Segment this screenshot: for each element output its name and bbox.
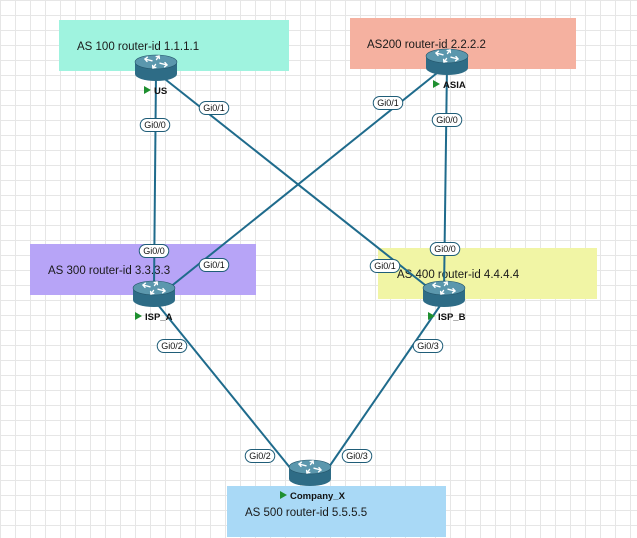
- if-label-text: Gi0/3: [346, 451, 368, 461]
- as-areas: AS 100 router-id 1.1.1.1 AS200 router-id…: [30, 18, 597, 537]
- if-label-pill: [431, 113, 463, 127]
- device-us-label: US: [154, 86, 167, 97]
- play-icon: [135, 312, 142, 320]
- play-icon: [144, 86, 151, 94]
- if-label-pill: [372, 96, 404, 110]
- area-as500[interactable]: AS 500 router-id 5.5.5.5: [227, 486, 446, 537]
- area-as200-label: AS200 router-id 2.2.2.2: [367, 39, 486, 51]
- if-label-text: Gi0/0: [143, 246, 165, 256]
- if-label-us-gi0-0: Gi0/0: [139, 118, 171, 132]
- devices: US ASIA ISP_A ISP_B Company_X: [132, 48, 469, 502]
- if-label-ispb-gi0-3: Gi0/3: [412, 339, 444, 353]
- if-label-ispa-gi0-2: Gi0/2: [156, 339, 188, 353]
- device-asia-label: ASIA: [443, 80, 466, 91]
- play-icon: [433, 80, 440, 88]
- if-label-pill: [369, 259, 401, 273]
- if-label-text: Gi0/1: [203, 103, 225, 113]
- play-icon: [280, 491, 287, 499]
- if-label-text: Gi0/1: [377, 98, 399, 108]
- device-ispb[interactable]: ISP_B: [422, 280, 466, 323]
- if-label-text: Gi0/0: [434, 244, 456, 254]
- if-label-ispa-gi0-1: Gi0/1: [198, 258, 230, 272]
- router-icon: [422, 280, 466, 307]
- router-icon: [425, 48, 469, 75]
- if-label-pill: [244, 449, 276, 463]
- area-as500-label: AS 500 router-id 5.5.5.5: [245, 507, 367, 519]
- device-ispb-label: ISP_B: [438, 312, 466, 323]
- link-ispb-cx[interactable]: [319, 299, 445, 481]
- play-icon: [428, 312, 435, 320]
- router-icon: [288, 459, 332, 486]
- if-label-ispb-gi0-0: Gi0/0: [429, 242, 461, 256]
- router-icon: [132, 280, 176, 307]
- device-us[interactable]: US: [134, 54, 178, 97]
- if-label-text: Gi0/1: [374, 261, 396, 271]
- area-as300-label: AS 300 router-id 3.3.3.3: [48, 265, 170, 277]
- link-ispa-cx[interactable]: [153, 299, 301, 481]
- if-label-asia-gi0-0: Gi0/0: [431, 113, 463, 127]
- area-as400[interactable]: AS 400 router-id 4.4.4.4: [378, 248, 597, 299]
- device-company-x[interactable]: Company_X: [280, 459, 346, 502]
- if-label-text: Gi0/1: [203, 260, 225, 270]
- if-label-pill: [138, 244, 170, 258]
- if-label-ispb-gi0-1: Gi0/1: [369, 259, 401, 273]
- if-label-text: Gi0/2: [249, 451, 271, 461]
- if-label-pill: [429, 242, 461, 256]
- area-as500-box: [227, 486, 446, 537]
- if-label-pill: [139, 118, 171, 132]
- interface-labels: Gi0/0 Gi0/0 Gi0/1 Gi0/1 Gi0/1 Gi0/1 Gi0/…: [138, 96, 463, 463]
- if-label-us-gi0-1: Gi0/1: [198, 101, 230, 115]
- device-ispa-label: ISP_A: [145, 312, 173, 323]
- if-label-text: Gi0/0: [436, 115, 458, 125]
- area-as400-box: [378, 248, 597, 299]
- if-label-asia-gi0-1: Gi0/1: [372, 96, 404, 110]
- if-label-ispa-gi0-0: Gi0/0: [138, 244, 170, 258]
- if-label-text: Gi0/3: [417, 341, 439, 351]
- if-label-cx-gi0-2: Gi0/2: [244, 449, 276, 463]
- if-label-text: Gi0/0: [144, 120, 166, 130]
- device-ispa[interactable]: ISP_A: [132, 280, 176, 323]
- area-as400-label: AS 400 router-id 4.4.4.4: [397, 269, 520, 281]
- if-label-pill: [198, 101, 230, 115]
- if-label-pill: [198, 258, 230, 272]
- area-as100-label: AS 100 router-id 1.1.1.1: [77, 41, 199, 53]
- if-label-pill: [412, 339, 444, 353]
- device-asia[interactable]: ASIA: [425, 48, 469, 91]
- if-label-text: Gi0/2: [161, 341, 183, 351]
- if-label-pill: [341, 449, 373, 463]
- if-label-pill: [156, 339, 188, 353]
- device-company-x-label: Company_X: [290, 491, 346, 502]
- if-label-cx-gi0-3: Gi0/3: [341, 449, 373, 463]
- router-icon: [134, 54, 178, 81]
